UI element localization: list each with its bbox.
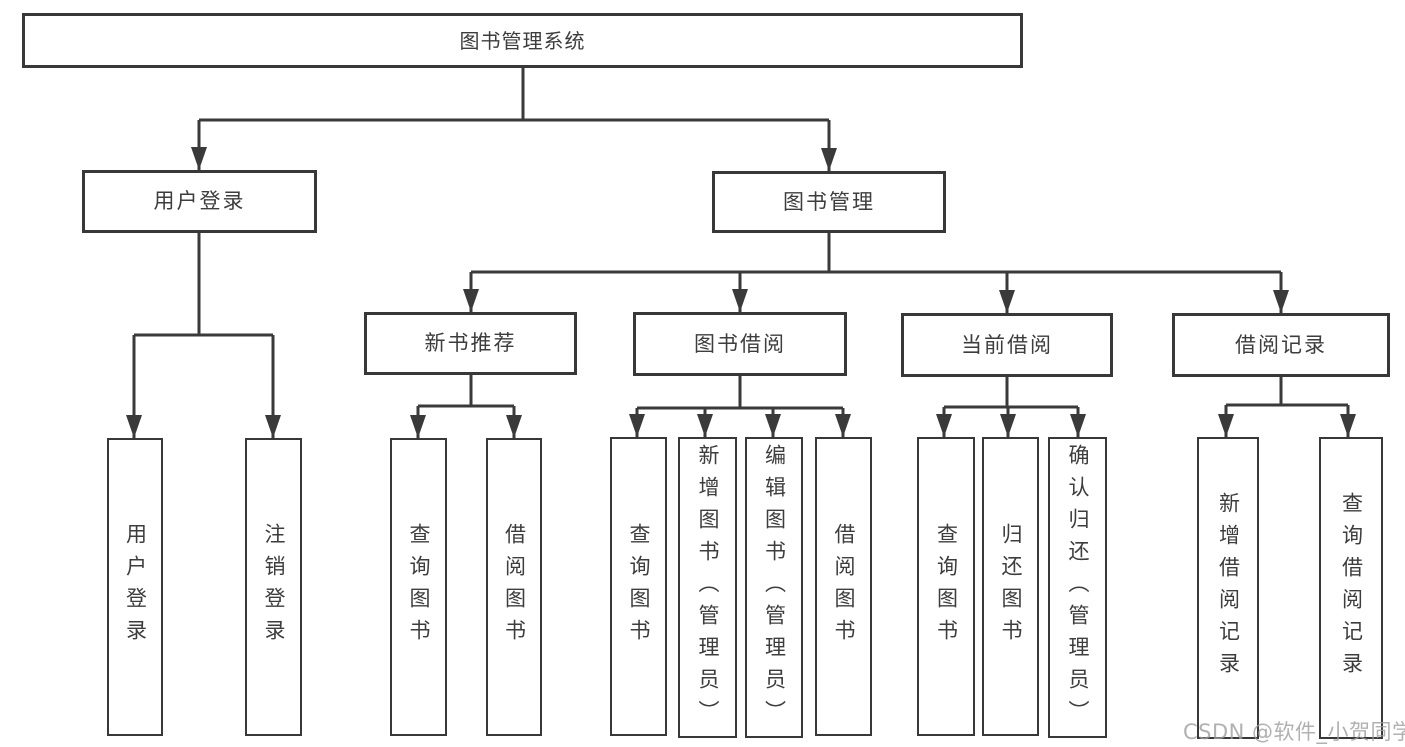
arrowhead-icon xyxy=(1070,414,1086,437)
node-book-borrow: 图书借阅 xyxy=(633,312,847,376)
node-bb-borrow: 借阅图书 xyxy=(815,437,872,736)
node-cb-return: 归还图书 xyxy=(982,437,1039,736)
node-cb-confirm: 确认归还（管理员） xyxy=(1048,437,1107,738)
node-nb-query: 查询图书 xyxy=(390,438,447,736)
node-br-add: 新增借阅记录 xyxy=(1197,437,1259,739)
node-book-mgmt: 图书管理 xyxy=(712,171,946,233)
arrowhead-icon xyxy=(835,414,851,437)
arrowhead-icon xyxy=(1273,290,1289,313)
arrowhead-icon xyxy=(732,289,748,312)
node-bb-add: 新增图书（管理员） xyxy=(678,437,737,738)
node-bb-edit: 编辑图书（管理员） xyxy=(745,437,803,738)
arrowhead-icon xyxy=(1000,414,1016,437)
node-login: 用户登录 xyxy=(107,438,163,736)
arrowhead-icon xyxy=(410,415,426,438)
edge-borrowrecord-children xyxy=(1224,377,1350,437)
edge-bookborrow-children xyxy=(635,376,845,437)
arrowhead-icon xyxy=(265,415,281,438)
arrowhead-icon xyxy=(191,147,207,170)
node-current-borrow: 当前借阅 xyxy=(901,313,1113,377)
arrowhead-icon xyxy=(999,290,1015,313)
arrowhead-icon xyxy=(936,414,952,437)
edge-userlogin-children xyxy=(132,233,275,438)
node-cb-query: 查询图书 xyxy=(917,437,975,736)
edge-bookmgmt-children xyxy=(469,233,1283,313)
node-borrow-record: 借阅记录 xyxy=(1172,313,1390,377)
arrowhead-icon xyxy=(1340,414,1356,437)
node-nb-borrow: 借阅图书 xyxy=(486,438,542,736)
arrowhead-icon xyxy=(1218,414,1234,437)
arrowhead-icon xyxy=(629,414,645,437)
arrowhead-icon xyxy=(697,414,713,437)
node-root: 图书管理系统 xyxy=(22,13,1023,68)
node-bb-query: 查询图书 xyxy=(610,437,667,736)
node-user-login: 用户登录 xyxy=(82,170,317,233)
arrowhead-icon xyxy=(126,415,142,438)
edge-root-children xyxy=(197,68,831,171)
node-logout: 注销登录 xyxy=(245,438,302,736)
arrowheads xyxy=(126,147,1356,438)
arrowhead-icon xyxy=(506,415,522,438)
arrowhead-icon xyxy=(463,289,479,312)
watermark-text: CSDN @软件_小贺同学 xyxy=(1183,720,1405,744)
arrowhead-icon xyxy=(821,148,837,171)
edge-newbookrec-children xyxy=(416,375,516,438)
node-br-query: 查询借阅记录 xyxy=(1319,437,1383,739)
node-new-book-rec: 新书推荐 xyxy=(364,312,577,375)
arrowhead-icon xyxy=(765,414,781,437)
